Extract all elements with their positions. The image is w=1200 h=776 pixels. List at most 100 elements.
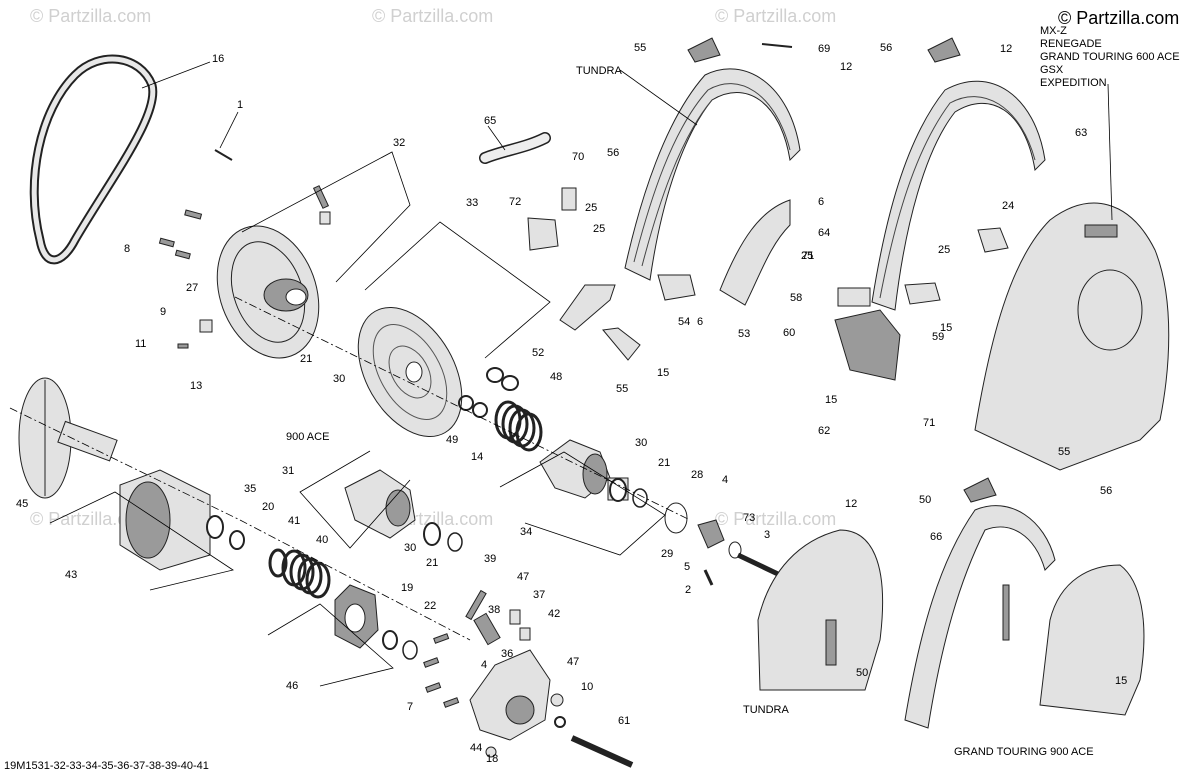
- callout-number: 21: [300, 353, 312, 365]
- fasteners: [158, 149, 634, 768]
- callout-number: 15: [940, 322, 952, 334]
- callout-number: 48: [550, 371, 562, 383]
- ace-cam: [344, 469, 463, 552]
- callout-number: 7: [407, 701, 413, 713]
- shaft-rings: [609, 478, 688, 534]
- callout-number: 36: [501, 648, 513, 660]
- callout-number: 4: [481, 659, 487, 671]
- driven-pulley: [18, 377, 211, 571]
- shield-60: [834, 227, 1009, 381]
- callout-number: 15: [657, 367, 669, 379]
- copyright-notice: © Partzilla.com: [1058, 8, 1179, 28]
- model-title-tundra-bottom: TUNDRA: [743, 704, 789, 716]
- callout-number: 71: [923, 417, 935, 429]
- callout-number: 20: [262, 501, 274, 513]
- callout-number: 41: [288, 515, 300, 527]
- bolt-assembly: [697, 519, 782, 586]
- callout-number: 16: [212, 53, 224, 65]
- model-title-line: MX-Z: [1040, 25, 1067, 37]
- callout-number: 73: [743, 512, 755, 524]
- bracket-53: [559, 274, 696, 361]
- model-title-line: RENEGADE: [1040, 38, 1102, 50]
- guide-55-group: [687, 37, 997, 503]
- model-title-line: GSX: [1040, 64, 1064, 76]
- callout-number: 3: [764, 529, 770, 541]
- callout-number: 24: [1002, 200, 1014, 212]
- tundra-shield-50: [757, 529, 1145, 716]
- callout-number: 47: [567, 656, 579, 668]
- callout-number: 32: [393, 137, 405, 149]
- callout-number: 12: [845, 498, 857, 510]
- watermark: © Partzilla.com: [372, 6, 493, 26]
- callout-number: 64: [818, 227, 830, 239]
- callout-number: 6: [697, 316, 703, 328]
- callout-number: 15: [825, 394, 837, 406]
- callout-number: 30: [635, 437, 647, 449]
- hose-65: [479, 132, 551, 164]
- callout-number: 46: [286, 680, 298, 692]
- callout-number: 59: [932, 331, 944, 343]
- callout-number: 25: [593, 223, 605, 235]
- callout-number: 19: [401, 582, 413, 594]
- callout-number: 4: [722, 474, 728, 486]
- callout-number: 55: [634, 42, 646, 54]
- callout-number: 69: [818, 43, 830, 55]
- callout-number: 45: [16, 498, 28, 510]
- callout-number: 63: [1075, 127, 1087, 139]
- bearing-rings: [206, 515, 245, 550]
- callout-number: 40: [316, 534, 328, 546]
- callout-number: 35: [244, 483, 256, 495]
- watermark: © Partzilla.com: [715, 509, 836, 529]
- callout-number: 56: [880, 42, 892, 54]
- callout-number: 56: [1100, 485, 1112, 497]
- callout-number: 55: [1058, 446, 1070, 458]
- callout-number: 53: [738, 328, 750, 340]
- callout-number: 14: [471, 451, 483, 463]
- callout-number: 1: [237, 99, 243, 111]
- leader-lines: [141, 61, 1113, 221]
- model-title-mxz-group: MX-Z RENEGADE GRAND TOURING 600 ACE GSX …: [1040, 25, 1180, 89]
- callout-number: 30: [333, 373, 345, 385]
- chaincase-guard-mxz: [871, 80, 1046, 311]
- callout-number: 34: [520, 526, 532, 538]
- callout-number: 44: [470, 742, 482, 754]
- callout-number: 43: [65, 569, 77, 581]
- callout-number: 6: [818, 196, 824, 208]
- driven-cam: [334, 584, 379, 649]
- driven-spring: [268, 548, 331, 599]
- callout-number: 18: [486, 753, 498, 765]
- callout-number: 21: [658, 457, 670, 469]
- model-title-gt900: GRAND TOURING 900 ACE: [954, 746, 1094, 758]
- watermark-group: © Partzilla.com © Partzilla.com © Partzi…: [30, 6, 836, 529]
- model-title-line: GRAND TOURING 600 ACE: [1040, 51, 1180, 63]
- callout-number: 42: [548, 608, 560, 620]
- callout-number: 47: [517, 571, 529, 583]
- callout-number: 72: [509, 196, 521, 208]
- callout-number: 15: [1115, 675, 1127, 687]
- group-outlines: [49, 151, 666, 687]
- callout-number: 39: [484, 553, 496, 565]
- callout-number: 12: [1000, 43, 1012, 55]
- bracket-72: [527, 187, 577, 251]
- callout-number: 56: [607, 147, 619, 159]
- callout-number: 61: [618, 715, 630, 727]
- callout-number: 13: [190, 380, 202, 392]
- chaincase-guard-tundra: [624, 68, 801, 281]
- callout-number: 30: [404, 542, 416, 554]
- callout-number: 10: [581, 681, 593, 693]
- drive-belt: [29, 54, 158, 265]
- callout-number: 11: [135, 338, 146, 350]
- callout-number: 2: [685, 584, 691, 596]
- callout-number: 52: [532, 347, 544, 359]
- callout-number: 38: [488, 604, 500, 616]
- callout-number: 31: [282, 465, 294, 477]
- callout-number: 49: [446, 434, 458, 446]
- callout-number: 12: [840, 61, 852, 73]
- movable-sheave: [357, 307, 463, 437]
- fixed-sheave: [216, 185, 331, 359]
- callout-number: 29: [661, 548, 673, 560]
- callout-number: 62: [818, 425, 830, 437]
- callout-number: 65: [484, 115, 496, 127]
- callout-number: 55: [616, 383, 628, 395]
